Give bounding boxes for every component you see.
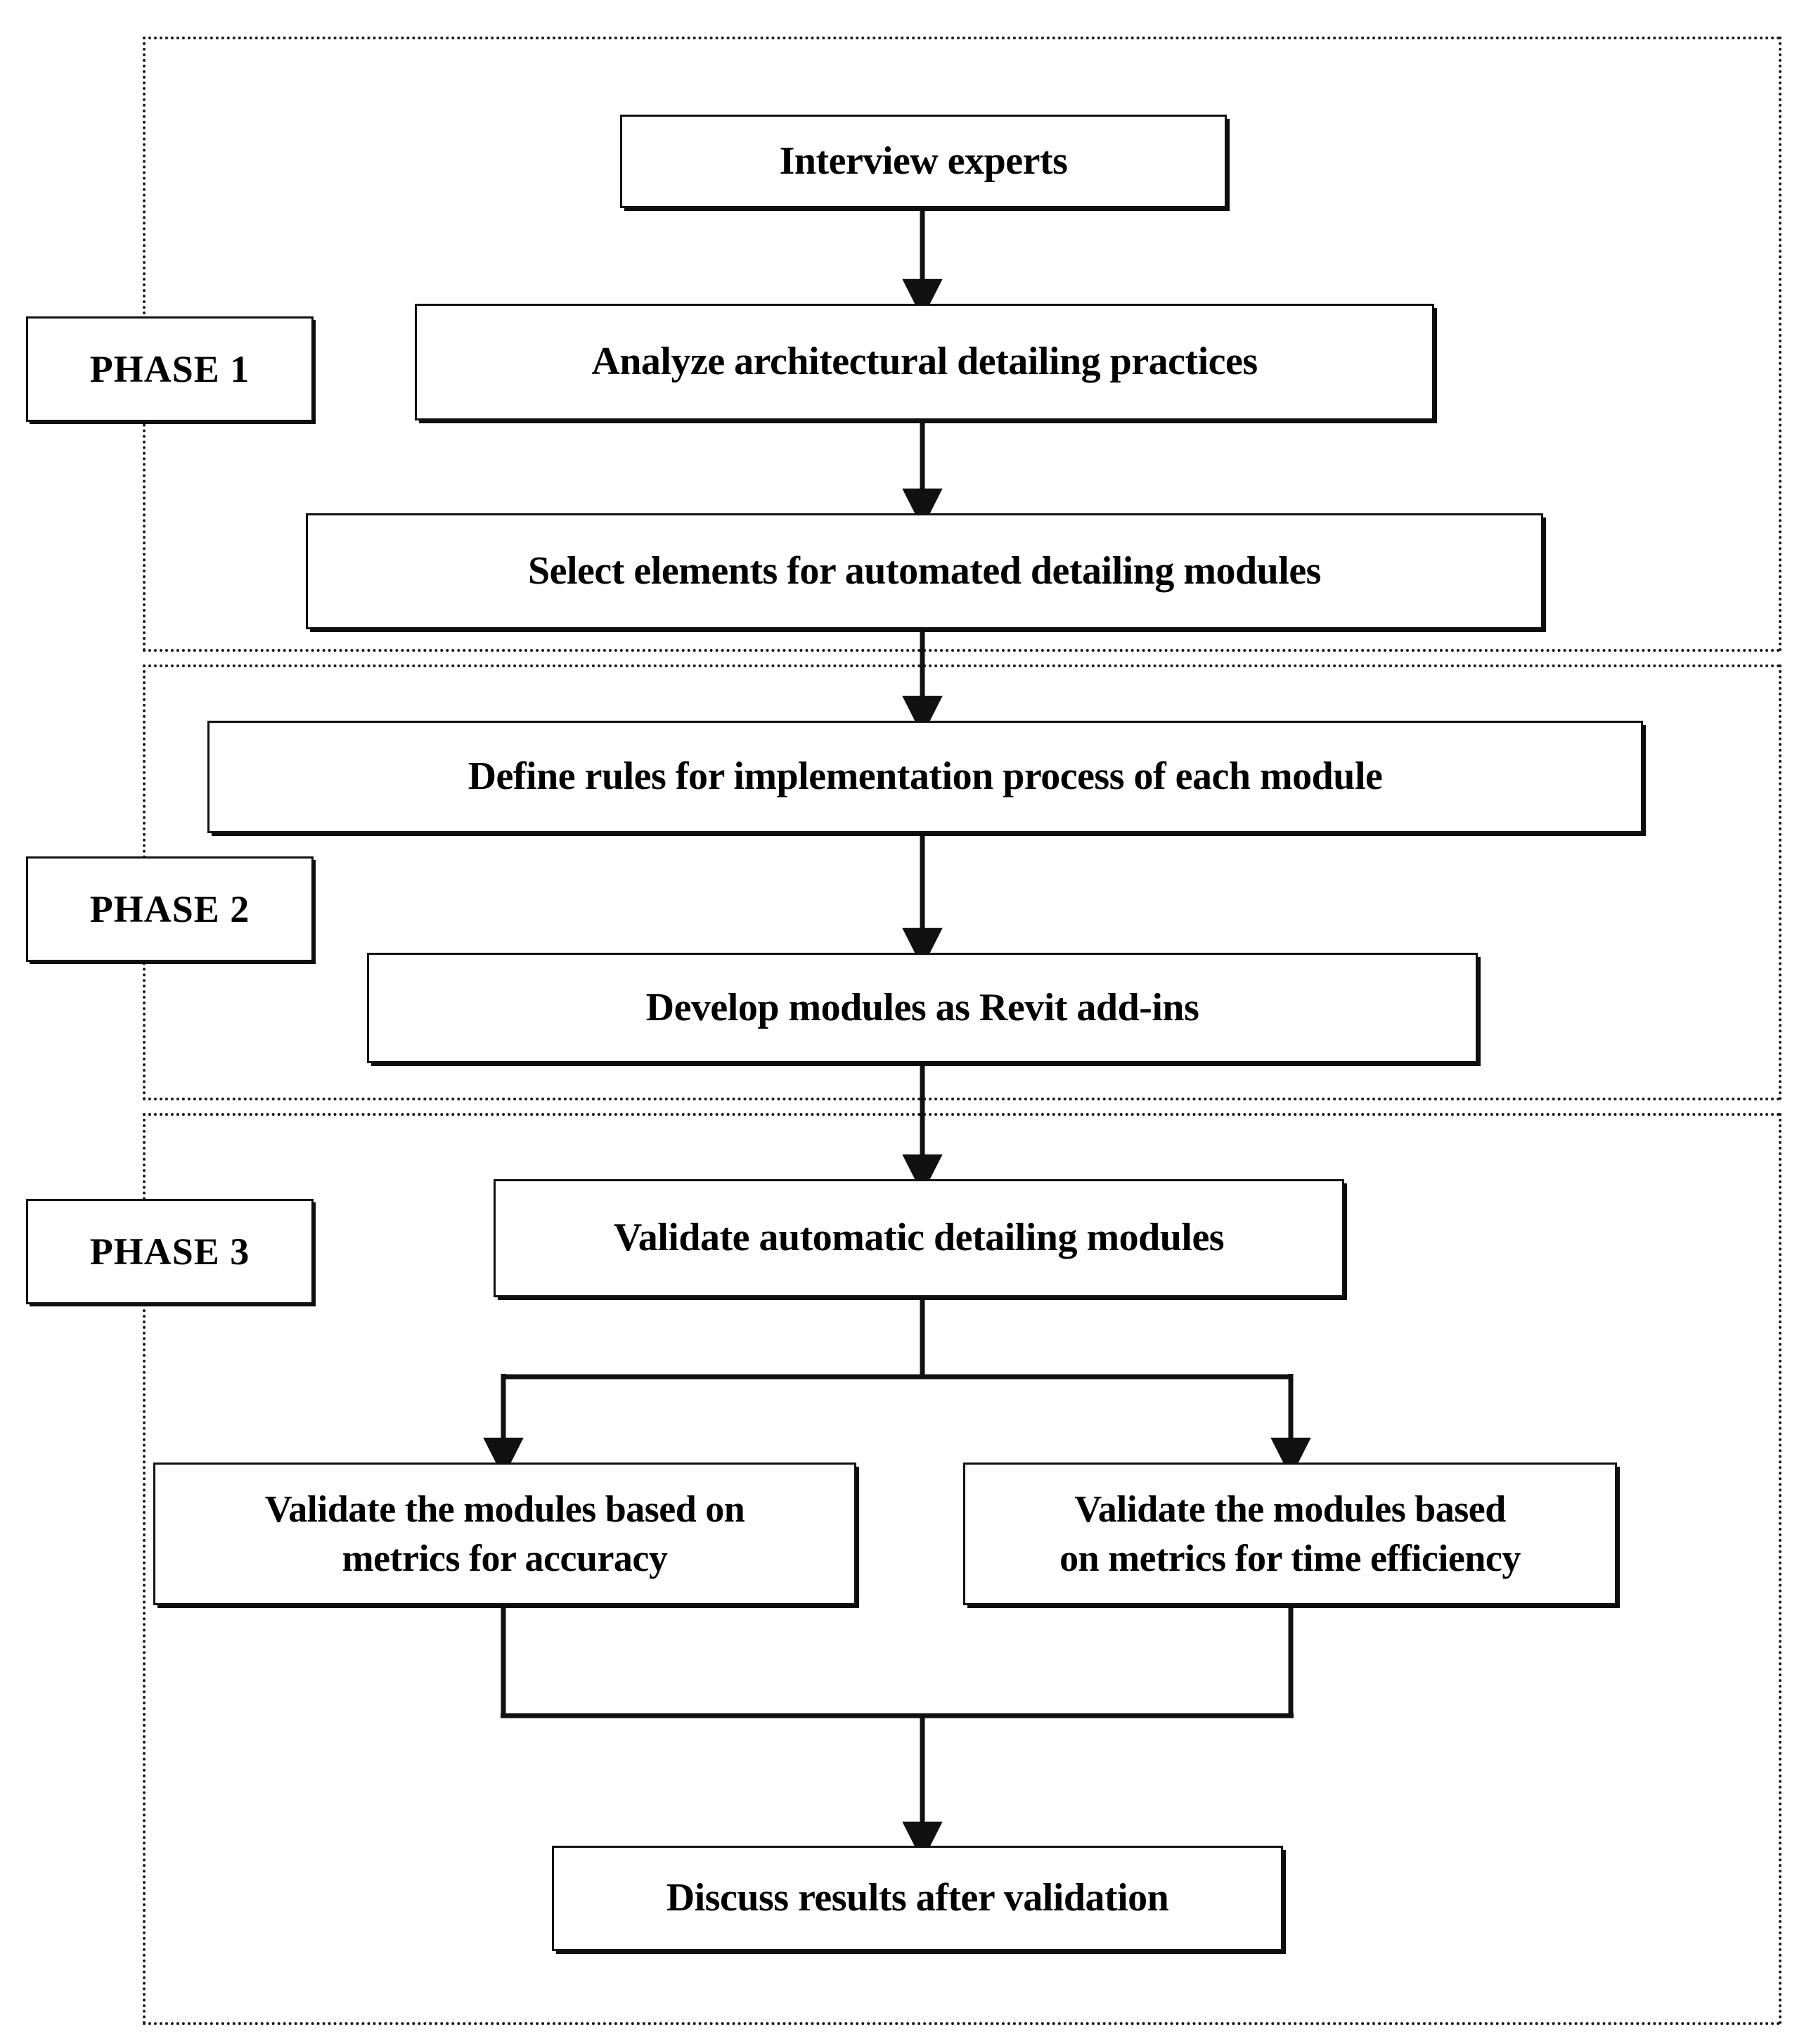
node-develop-modules: Develop modules as Revit add-ins: [367, 953, 1478, 1063]
phase-label-3-text: PHASE 3: [89, 1230, 250, 1273]
node-interview-experts: Interview experts: [620, 115, 1227, 208]
node-interview-experts-label: Interview experts: [779, 139, 1068, 183]
phase-label-1: PHASE 1: [26, 316, 314, 422]
node-validate-accuracy-label: Validate the modules based on metrics fo…: [264, 1488, 745, 1579]
node-validate-time: Validate the modules based on metrics fo…: [963, 1463, 1617, 1605]
node-analyze-practices: Analyze architectural detailing practice…: [415, 304, 1434, 420]
node-validate-accuracy: Validate the modules based on metrics fo…: [153, 1463, 856, 1605]
node-discuss-results-label: Discuss results after validation: [666, 1876, 1169, 1920]
node-validate-time-label: Validate the modules based on metrics fo…: [1059, 1488, 1521, 1579]
phase-label-1-text: PHASE 1: [89, 348, 250, 390]
node-analyze-practices-label: Analyze architectural detailing practice…: [591, 340, 1258, 384]
node-define-rules-label: Define rules for implementation process …: [468, 754, 1383, 799]
node-select-elements-label: Select elements for automated detailing …: [528, 548, 1321, 593]
phase-label-2: PHASE 2: [26, 856, 314, 962]
node-discuss-results: Discuss results after validation: [552, 1846, 1283, 1951]
phase-label-2-text: PHASE 2: [89, 888, 250, 930]
node-validate-modules: Validate automatic detailing modules: [494, 1179, 1344, 1297]
node-define-rules: Define rules for implementation process …: [207, 721, 1643, 833]
node-validate-modules-label: Validate automatic detailing modules: [613, 1216, 1225, 1260]
node-select-elements: Select elements for automated detailing …: [306, 513, 1543, 629]
node-develop-modules-label: Develop modules as Revit add-ins: [645, 985, 1199, 1029]
phase-label-3: PHASE 3: [26, 1199, 314, 1304]
